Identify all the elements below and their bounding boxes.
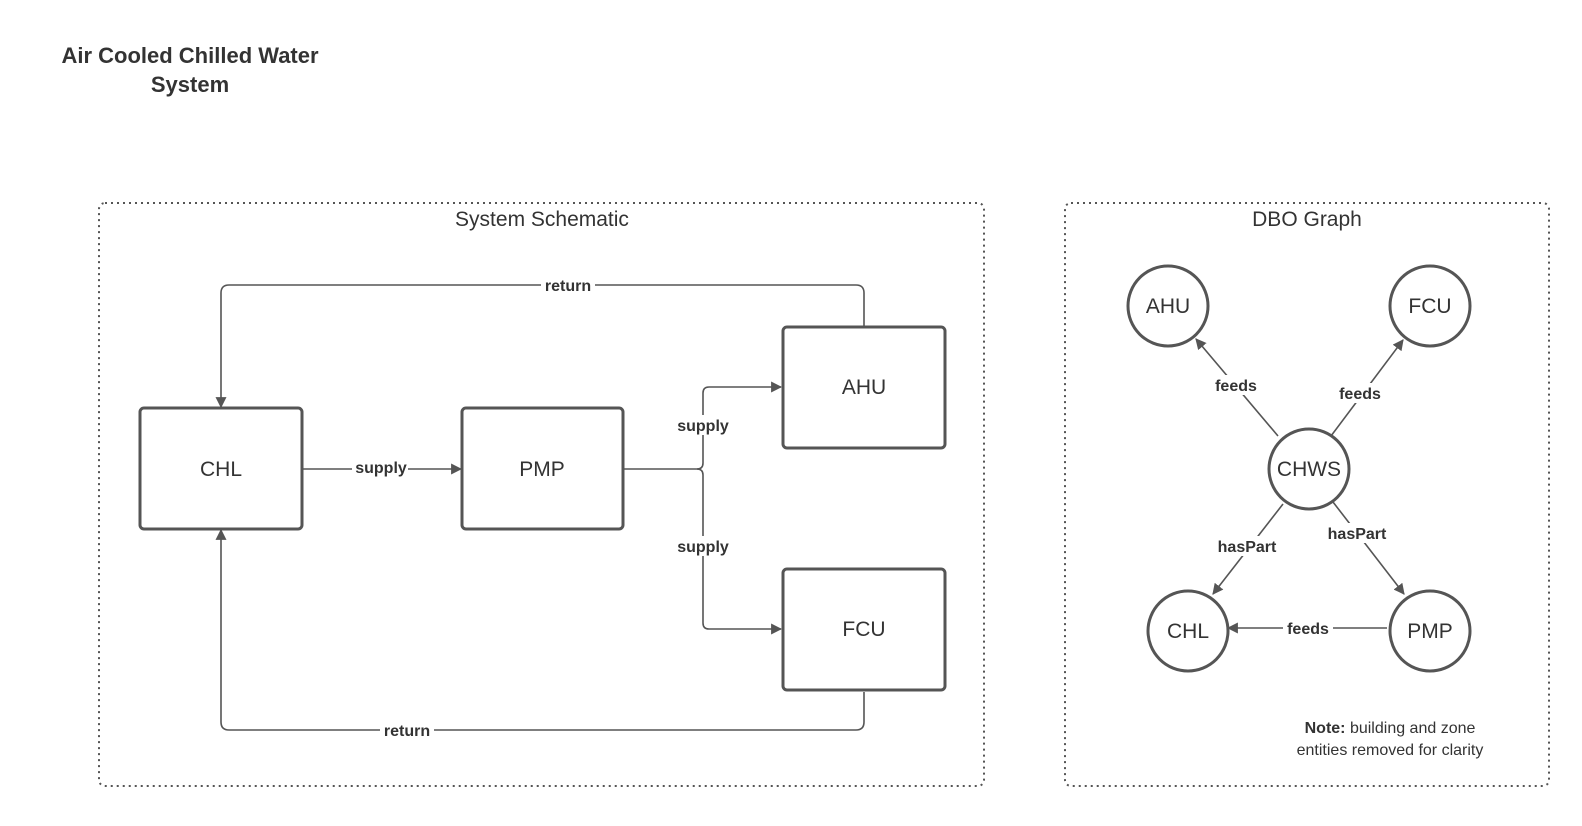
edge-pmp-fcu bbox=[696, 468, 783, 635]
node-chl bbox=[1146, 589, 1230, 673]
dbo-graph-panel: DBO Graph feeds feeds hasPart hasPart fe… bbox=[1064, 202, 1550, 787]
node-fcu bbox=[1388, 264, 1472, 348]
page-title-line-2: System bbox=[151, 72, 229, 97]
edge-label-chws-pmp: hasPart bbox=[1328, 526, 1387, 543]
ahu-box bbox=[781, 325, 947, 450]
fcu-box-label: FCU bbox=[842, 618, 885, 641]
node-fcu-label: FCU bbox=[1408, 295, 1451, 318]
edge-label-pmp-chl: feeds bbox=[1287, 621, 1329, 638]
node-chws bbox=[1267, 427, 1351, 511]
node-ahu-label: AHU bbox=[1146, 295, 1190, 318]
node-pmp-label: PMP bbox=[1407, 620, 1453, 643]
chl-box-label: CHL bbox=[200, 458, 242, 481]
edge-label-fcu-chl: return bbox=[384, 723, 430, 740]
graph-title: DBO Graph bbox=[1252, 208, 1362, 231]
system-schematic-panel: System Schematic supply supply supply re… bbox=[98, 202, 985, 787]
graph-note-bold: Note: bbox=[1305, 720, 1346, 737]
node-ahu bbox=[1126, 264, 1210, 348]
pmp-box-label: PMP bbox=[519, 458, 565, 481]
pmp-box bbox=[460, 406, 625, 531]
graph-frame bbox=[1064, 202, 1550, 787]
edge-label-chws-ahu: feeds bbox=[1215, 378, 1257, 395]
chl-box bbox=[138, 406, 304, 531]
graph-note-text-1: building and zone bbox=[1350, 720, 1476, 737]
edge-label-chl-pmp: supply bbox=[355, 460, 407, 477]
node-chws-label: CHWS bbox=[1277, 458, 1341, 481]
ahu-box-label: AHU bbox=[842, 376, 886, 399]
node-pmp bbox=[1388, 589, 1472, 673]
edge-label-pmp-ahu: supply bbox=[677, 418, 729, 435]
edge-label-chws-chl: hasPart bbox=[1218, 539, 1277, 556]
edge-fcu-chl-return bbox=[215, 528, 865, 731]
page-title-line-1: Air Cooled Chilled Water bbox=[61, 43, 319, 68]
graph-note-line-1: Note: building and zone bbox=[1305, 720, 1476, 737]
edge-label-ahu-chl: return bbox=[545, 278, 591, 295]
edge-label-chws-fcu: feeds bbox=[1339, 386, 1381, 403]
node-chl-label: CHL bbox=[1167, 620, 1209, 643]
schematic-title: System Schematic bbox=[455, 208, 629, 231]
edge-label-pmp-fcu: supply bbox=[677, 539, 729, 556]
graph-note-line-2: entities removed for clarity bbox=[1297, 742, 1484, 759]
edge-ahu-chl-return bbox=[215, 284, 865, 409]
edge-chws-pmp bbox=[1332, 501, 1405, 595]
fcu-box bbox=[781, 567, 947, 692]
